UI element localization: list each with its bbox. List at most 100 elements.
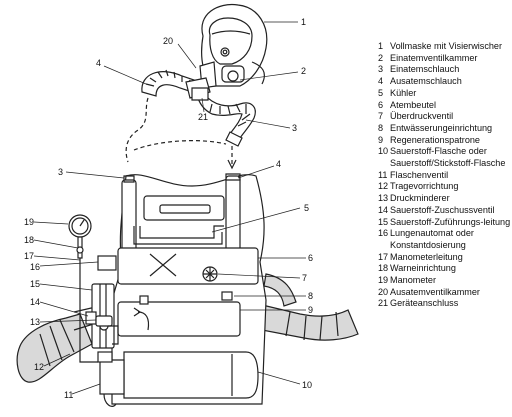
legend-number: 7	[378, 111, 384, 122]
legend-label: Druckminderer	[390, 193, 450, 204]
legend-label: Geräteanschluss	[390, 298, 459, 309]
legend-label: Atembeutel	[390, 99, 437, 110]
callout-7: 7	[302, 273, 307, 283]
legend-number: 1	[378, 41, 384, 51]
callout-8: 8	[308, 291, 313, 301]
callout-19: 19	[24, 217, 34, 227]
callout-12: 12	[34, 362, 44, 372]
legend-number: 2	[378, 52, 384, 63]
callout-14: 14	[30, 297, 40, 307]
legend-item: 2 Einatemventilkammer	[378, 53, 512, 65]
legend-label: Ausatemschlauch	[390, 76, 462, 87]
oxygen-cylinder	[123, 351, 259, 399]
legend-label: Tragevorrichtung	[390, 181, 459, 192]
callout-20: 20	[163, 36, 173, 46]
callout-1: 1	[301, 17, 306, 27]
legend-number: 12	[378, 181, 389, 192]
legend-number: 9	[378, 134, 384, 145]
legend-number: 17	[378, 251, 389, 262]
legend-label: Ausatemventilkammer	[390, 286, 480, 297]
callout-6: 6	[308, 253, 313, 263]
legend-label: Sauerstoff-Zuschussventil	[390, 204, 495, 215]
callout-17: 17	[24, 251, 34, 261]
legend-item: 8 Entwässerungeinrichtung	[378, 123, 512, 135]
callout-18: 18	[24, 235, 34, 245]
callout-3-top: 3	[292, 123, 297, 133]
callout-numbers: 1 20 2 4 21 3 3 4 5 19 18 17 16 15 14 13…	[24, 17, 313, 400]
full-face-mask	[199, 3, 268, 89]
callout-16: 16	[30, 262, 40, 272]
connection-dashed-left	[125, 97, 149, 163]
breathing-apparatus-diagram: 1 20 2 4 21 3 3 4 5 19 18 17 16 15 14 13…	[16, 3, 359, 407]
legend-number: 4	[378, 76, 384, 87]
legend-item: 1 Vollmaske mit Visierwischer	[378, 41, 512, 53]
callout-21: 21	[198, 112, 208, 122]
manometer	[68, 214, 98, 363]
legend-number: 5	[378, 87, 384, 98]
legend-label: Flaschenventil	[390, 169, 449, 180]
breathing-bag	[117, 247, 259, 285]
legend-label: Lungenautomat oder Konstantdosierung	[390, 228, 474, 250]
legend-label: Sauerstoff-Zuführungs-leitung	[390, 216, 511, 227]
callout-15: 15	[30, 279, 40, 289]
legend-item: 7 Überdruckventil	[378, 111, 512, 123]
legend-number: 3	[378, 64, 384, 75]
legend-number: 14	[378, 204, 389, 215]
legend-number: 10	[378, 146, 389, 157]
legend-number: 8	[378, 122, 384, 133]
callout-5: 5	[304, 203, 309, 213]
legend-number: 18	[378, 263, 389, 274]
legend-item: 3 Einatemschlauch	[378, 64, 512, 76]
callout-3-pack: 3	[58, 167, 63, 177]
breathing-tubes-in-pack	[121, 173, 241, 263]
legend-item: 5 Kühler	[378, 88, 512, 100]
legend-number: 19	[378, 275, 389, 286]
callout-10: 10	[302, 380, 312, 390]
callout-4-pack: 4	[276, 159, 281, 169]
legend-label: Einatemventilkammer	[390, 52, 478, 63]
legend-label: Entwässerungeinrichtung	[390, 122, 493, 133]
legend-label: Manometer	[390, 275, 436, 286]
regeneration-cartridge	[117, 291, 241, 337]
legend-item: 4 Ausatemschlauch	[378, 76, 512, 88]
connection-dashed-top	[133, 140, 227, 151]
cylinder-valve	[97, 351, 125, 407]
callout-9: 9	[308, 305, 313, 315]
callout-13: 13	[30, 317, 40, 327]
valve-assembly	[85, 255, 119, 349]
legend-number: 11	[378, 169, 388, 180]
legend-label: Manometerleitung	[390, 251, 463, 262]
callout-2: 2	[301, 66, 306, 76]
component-legend: 1 Vollmaske mit Visierwischer 2 Einatemven…	[378, 41, 512, 310]
callout-11: 11	[64, 390, 73, 400]
carrying-harness	[16, 273, 359, 383]
legend-label: Kühler	[390, 87, 417, 98]
legend-number: 15	[378, 216, 389, 227]
legend-item: 9 Regenerationspatrone	[378, 135, 512, 147]
legend-label: Einatemschlauch	[390, 64, 460, 75]
legend-label: Überdruckventil	[390, 111, 454, 122]
leader-lines	[33, 21, 306, 395]
legend-number: 21	[378, 298, 389, 309]
legend-label: Regenerationspatrone	[390, 134, 480, 145]
legend-number: 16	[378, 228, 389, 239]
legend-label: Vollmaske mit Visierwischer	[390, 41, 503, 51]
legend-number: 20	[378, 286, 389, 297]
callout-4-top: 4	[96, 58, 101, 68]
legend-label: Warneinrichtung	[390, 263, 456, 274]
cooler	[133, 195, 225, 245]
inhalation-hose	[191, 87, 256, 147]
legend-number: 13	[378, 193, 389, 204]
